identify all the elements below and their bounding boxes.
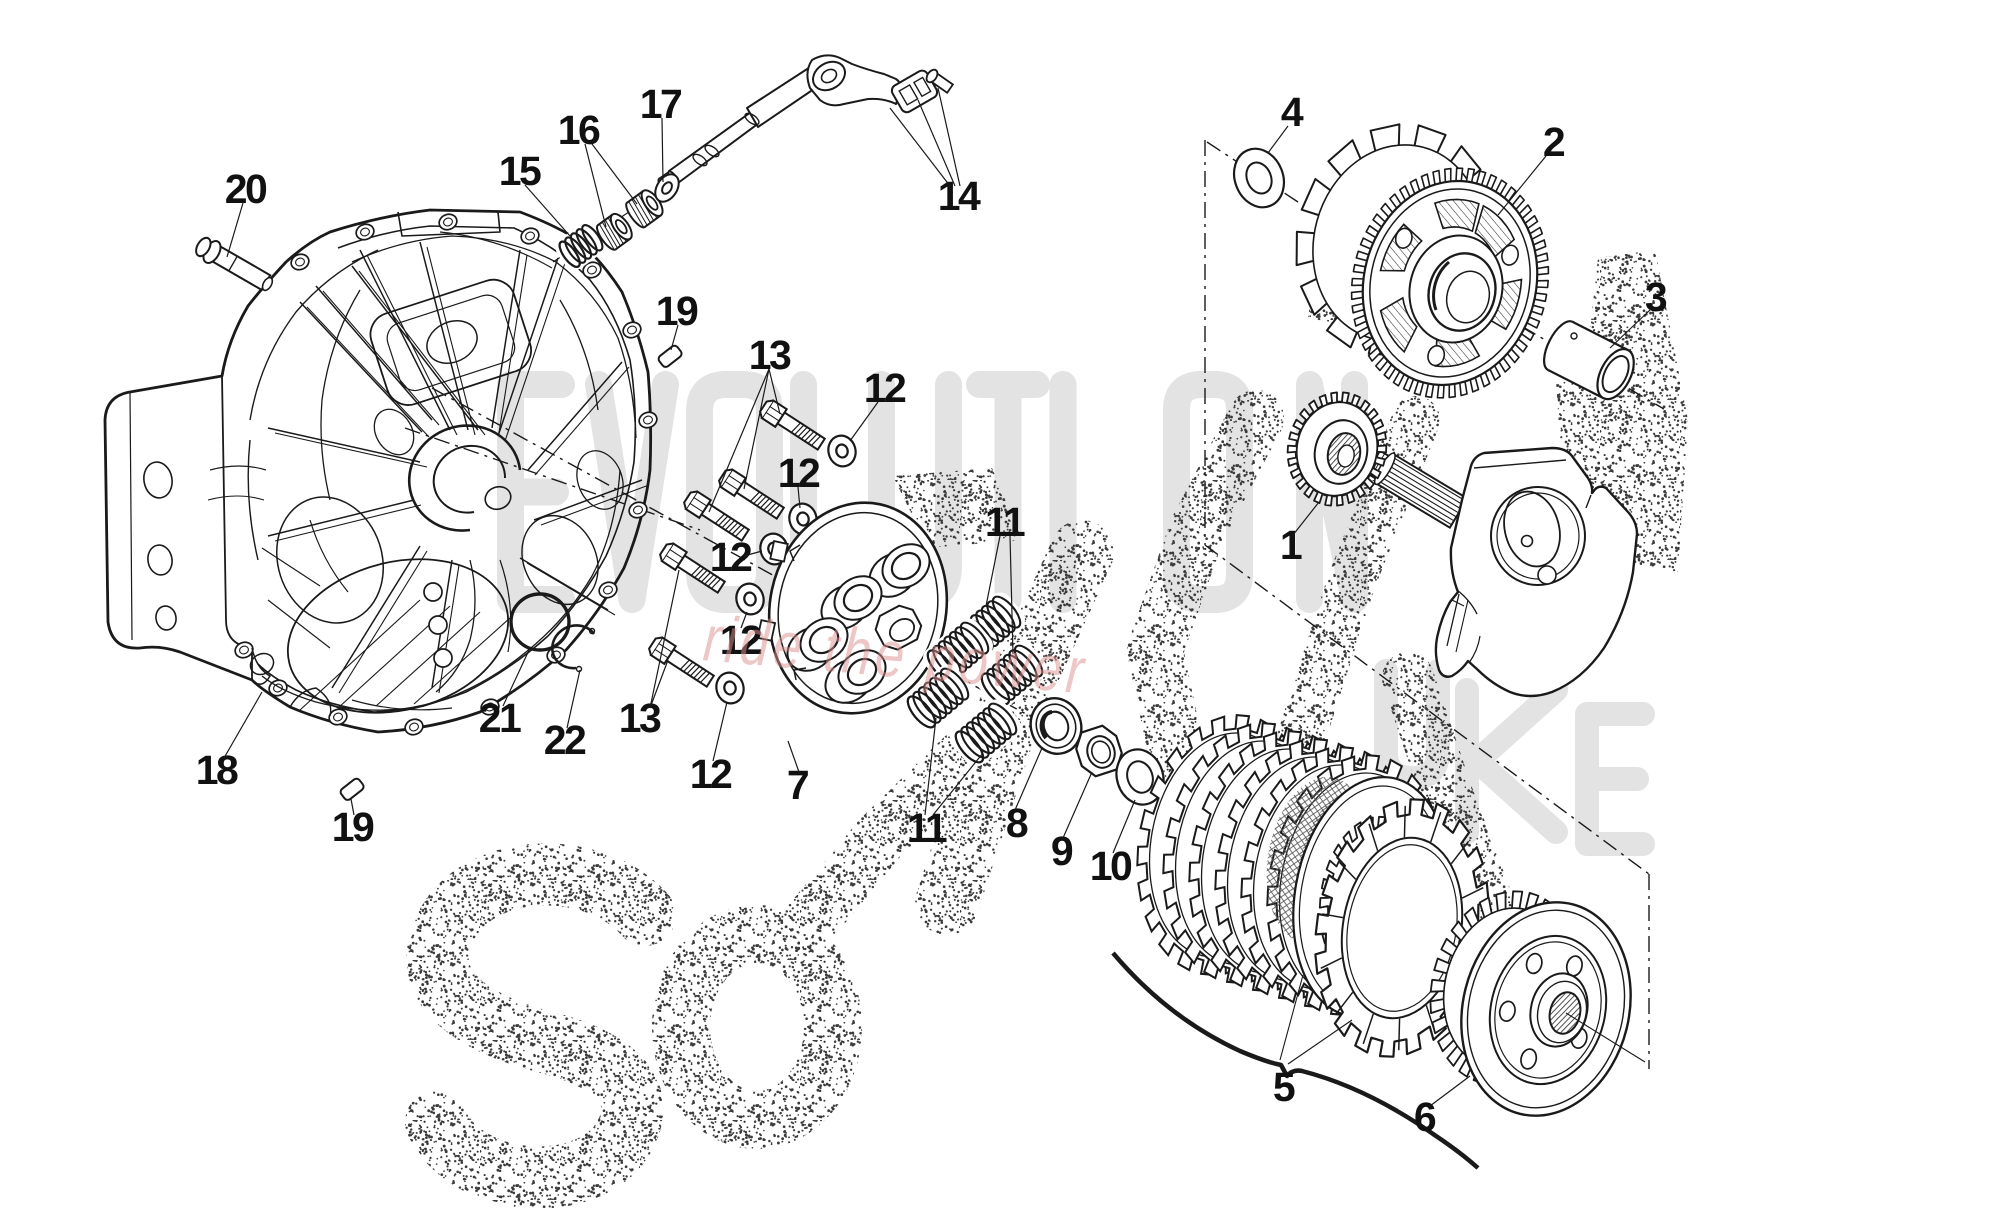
svg-text:7: 7	[787, 762, 808, 808]
svg-text:12: 12	[690, 751, 732, 797]
svg-text:12: 12	[778, 450, 820, 496]
svg-text:22: 22	[544, 717, 586, 763]
svg-text:17: 17	[640, 81, 681, 127]
svg-text:12: 12	[710, 534, 752, 580]
svg-text:9: 9	[1051, 828, 1073, 874]
svg-text:11: 11	[985, 499, 1025, 545]
svg-text:10: 10	[1090, 843, 1132, 889]
svg-text:2: 2	[1543, 119, 1565, 165]
svg-text:20: 20	[225, 166, 267, 212]
svg-text:15: 15	[499, 148, 541, 194]
svg-text:14: 14	[938, 173, 981, 219]
svg-text:12: 12	[864, 365, 906, 411]
svg-text:16: 16	[558, 107, 600, 153]
svg-text:18: 18	[196, 747, 238, 793]
svg-text:19: 19	[332, 804, 374, 850]
svg-text:11: 11	[907, 805, 947, 851]
svg-text:13: 13	[749, 332, 791, 378]
svg-text:3: 3	[1645, 274, 1667, 320]
svg-text:13: 13	[619, 695, 661, 741]
svg-text:4: 4	[1281, 89, 1304, 135]
svg-text:6: 6	[1414, 1094, 1436, 1140]
svg-text:5: 5	[1273, 1064, 1295, 1110]
svg-text:21: 21	[479, 695, 521, 741]
